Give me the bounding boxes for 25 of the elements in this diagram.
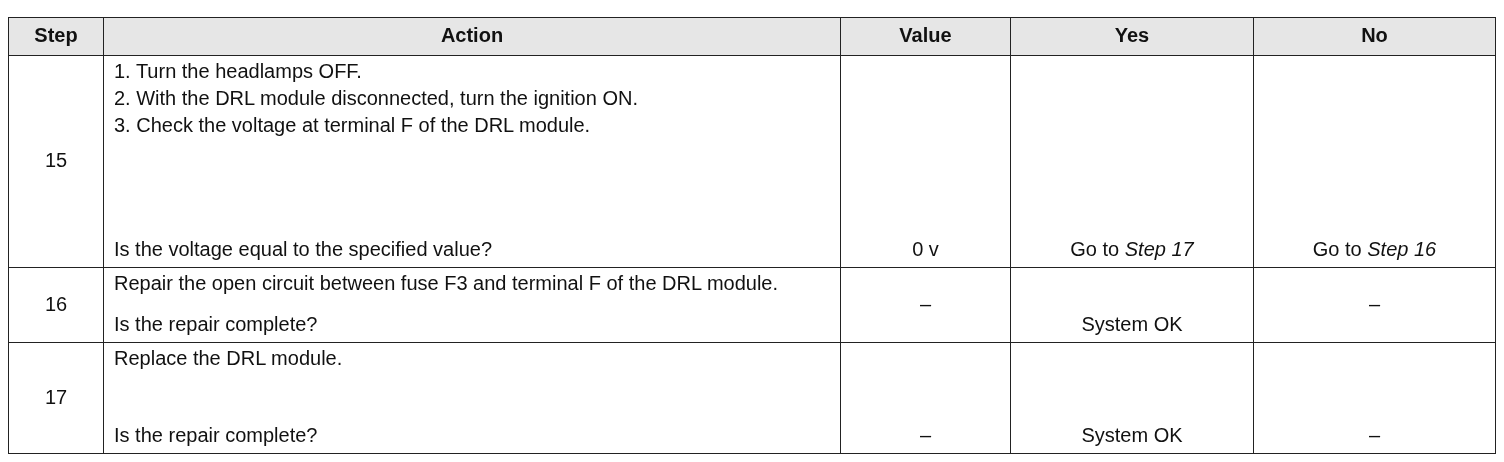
- result-text: Go to Step 17: [1070, 238, 1194, 261]
- question-text: Is the repair complete?: [114, 424, 319, 447]
- header-text: No: [1361, 24, 1388, 47]
- result-text: Go to Step 16: [1312, 238, 1437, 261]
- step-number: 17: [44, 385, 68, 409]
- value-text: –: [919, 292, 932, 316]
- header-text: Action: [440, 24, 504, 47]
- header-text: Yes: [1114, 24, 1150, 47]
- question-text: Is the repair complete?: [114, 313, 319, 336]
- value-text: –: [919, 424, 932, 447]
- instruction-text: 2. With the DRL module disconnected, turn the ignition ON.: [114, 87, 639, 110]
- instruction-text: 3. Check the voltage at terminal F of the DRL module.: [114, 114, 592, 137]
- step-number: 15: [44, 149, 68, 172]
- header-text: Step: [34, 24, 78, 47]
- value-text: 0 v: [912, 238, 939, 261]
- instruction-text: Replace the DRL module.: [114, 347, 344, 370]
- result-text: –: [1368, 424, 1381, 447]
- result-text: –: [1368, 292, 1381, 316]
- result-text: System OK: [1081, 424, 1183, 447]
- instruction-text: Repair the open circuit between fuse F3 and terminal F of the DRL module.: [114, 272, 780, 295]
- instruction-text: 1. Turn the headlamps OFF.: [114, 60, 363, 83]
- result-text: System OK: [1081, 313, 1183, 336]
- step-number: 16: [44, 292, 68, 316]
- question-text: Is the voltage equal to the specified value?: [114, 238, 494, 261]
- header-text: Value: [899, 24, 952, 47]
